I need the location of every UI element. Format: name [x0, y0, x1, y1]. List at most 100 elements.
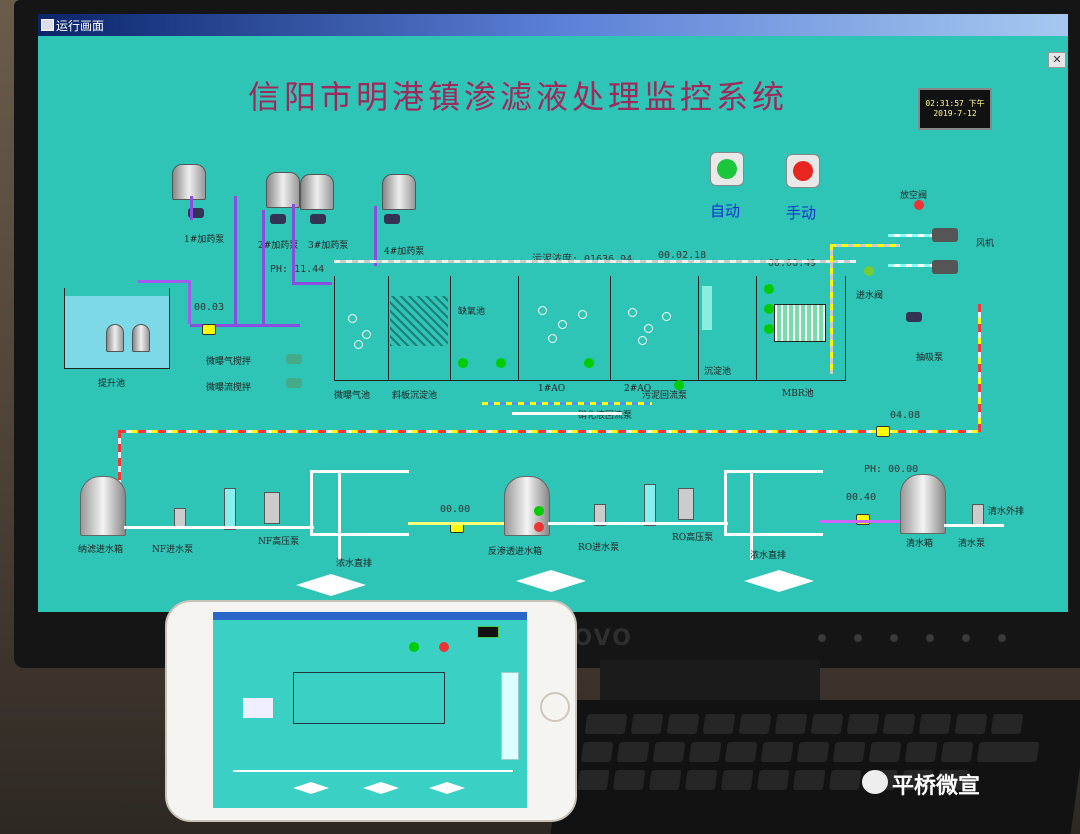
auto-mode-button[interactable] [710, 152, 744, 186]
inlet-valve-indicator [864, 266, 874, 276]
phone-home-button[interactable] [540, 692, 570, 722]
clock-display: 02:31:57 下午 2019-7-12 [918, 88, 992, 130]
clean-water-valve[interactable] [856, 514, 870, 525]
status-indicator [764, 304, 774, 314]
monitor-button[interactable] [854, 634, 862, 642]
nf-feed-pump[interactable] [174, 508, 186, 528]
ro-membrane-rack [724, 470, 823, 536]
ao1-label: 1#AO [538, 384, 566, 394]
nanofiltration-feed-tank [80, 476, 126, 536]
discharge-marker [516, 570, 586, 592]
manual-mode-button[interactable] [786, 154, 820, 188]
close-button[interactable]: ✕ [1048, 52, 1066, 68]
keyboard [550, 700, 1080, 834]
fan-1[interactable] [932, 228, 958, 242]
status-indicator [764, 284, 774, 294]
concentrate-label-1: 浓水直排 [336, 559, 373, 569]
ro-feed-pump[interactable] [594, 504, 606, 526]
fan-label: 风机 [976, 239, 995, 249]
lift-pump[interactable] [106, 324, 124, 352]
fan-2[interactable] [932, 260, 958, 274]
discharge-marker [296, 574, 366, 596]
dosing-pump-4[interactable] [384, 214, 400, 224]
settle-label: 沉淀池 [704, 367, 732, 377]
suction-pump-label: 抽吸泵 [916, 353, 944, 363]
monitor-power-button[interactable] [998, 634, 1006, 642]
ro-feed-tank [504, 476, 550, 536]
aeration-stirrer-2-label: 微曝流搅拌 [206, 383, 252, 393]
manual-mode-label: 手动 [786, 204, 817, 222]
aeration-stirrer-2[interactable] [286, 378, 302, 388]
nitrification-reflux-label: 硝化液回流泵 [578, 411, 633, 421]
readout-4: 00:00.49 [768, 258, 817, 269]
dosing-pump-2-label: 2#加药泵 [258, 241, 299, 251]
inlet-valve-label: 进水阀 [856, 291, 884, 301]
status-indicator [674, 380, 684, 390]
mbr-label: MBR池 [782, 389, 814, 399]
suction-pump[interactable] [906, 312, 922, 322]
page-title: 信阳市明港镇渗滤液处理监控系统 [248, 78, 789, 116]
ph-readout-1: PH: 11.44 [270, 264, 325, 275]
vent-valve[interactable] [914, 200, 924, 210]
nf-highpressure-pump[interactable] [264, 492, 280, 524]
dosing-pump-3-label: 3#加药泵 [308, 241, 349, 251]
aeration-stirrer-1-label: 微曝气搅拌 [206, 357, 252, 367]
dosing-pump-3[interactable] [310, 214, 326, 224]
lift-flow-readout: 00.03 [194, 302, 225, 313]
clean-water-pump[interactable] [972, 504, 984, 526]
nf-tank-label: 纳滤进水箱 [78, 545, 124, 555]
monitor-button[interactable] [818, 634, 826, 642]
vent-valve-label: 放空阀 [900, 191, 928, 201]
status-indicator [534, 506, 544, 516]
clean-pump-label: 清水泵 [958, 539, 986, 549]
dosing-pump-2[interactable] [270, 214, 286, 224]
sludge-reflux-label: 污泥回流泵 [642, 391, 688, 401]
sediment-label: 斜板沉淀池 [392, 391, 438, 401]
window-titlebar[interactable]: 运行画面 [38, 14, 1068, 36]
ro-highpressure-pump[interactable] [678, 488, 694, 520]
anoxic-label: 缺氧池 [458, 307, 486, 317]
status-indicator [584, 358, 594, 368]
readout-6: 00.00 [440, 504, 471, 515]
sludge-concentration-readout: 污泥浓度: 01636.94 [532, 250, 632, 265]
nf-membrane-rack [310, 470, 409, 536]
concentrate-label-2: 浓水直排 [750, 551, 787, 561]
sediment-plates [390, 296, 448, 346]
lift-pump[interactable] [132, 324, 150, 352]
bio-basin [334, 276, 846, 381]
lift-valve[interactable] [202, 324, 216, 335]
clock-time: 02:31:57 下午 [925, 99, 985, 108]
ao2-label: 2#AO [624, 384, 652, 394]
clean-tank-label: 清水箱 [906, 539, 934, 549]
window-title: 运行画面 [56, 19, 105, 33]
dosing-tank [300, 174, 334, 210]
window-icon [41, 19, 54, 31]
status-indicator [764, 324, 774, 334]
dosing-tank [266, 172, 300, 208]
monitor-button[interactable] [890, 634, 898, 642]
discharge-marker [744, 570, 814, 592]
nf-filter [224, 488, 236, 530]
monitor-button[interactable] [926, 634, 934, 642]
monitor-button[interactable] [962, 634, 970, 642]
ro-pump-label: RO进水泵 [578, 543, 620, 553]
dosing-pump-4-label: 4#加药泵 [384, 247, 425, 257]
nf-hp-label: NF高压泵 [258, 537, 300, 547]
return-valve[interactable] [876, 426, 890, 437]
auto-mode-label: 自动 [710, 202, 741, 220]
status-indicator [496, 358, 506, 368]
phone-auto-indicator [409, 642, 419, 652]
aeration-stirrer-1[interactable] [286, 354, 302, 364]
micro-aeration-label: 微曝气池 [334, 391, 371, 401]
mbr-membrane [774, 304, 826, 342]
readout-5: 04.08 [890, 410, 921, 421]
ro-filter [644, 484, 656, 526]
phone-screen [213, 612, 527, 808]
scada-screen: 运行画面 ✕ 信阳市明港镇渗滤液处理监控系统 02:31:57 下午 2019-… [38, 14, 1068, 612]
dosing-pump-1[interactable] [188, 208, 204, 218]
watermark: 平桥微宣 [892, 774, 981, 799]
readout-7: 00.40 [846, 492, 877, 503]
phone-manual-indicator [439, 642, 449, 652]
ro-hp-label: RO高压泵 [672, 533, 714, 543]
readout-3: 00.02.18 [658, 250, 707, 261]
